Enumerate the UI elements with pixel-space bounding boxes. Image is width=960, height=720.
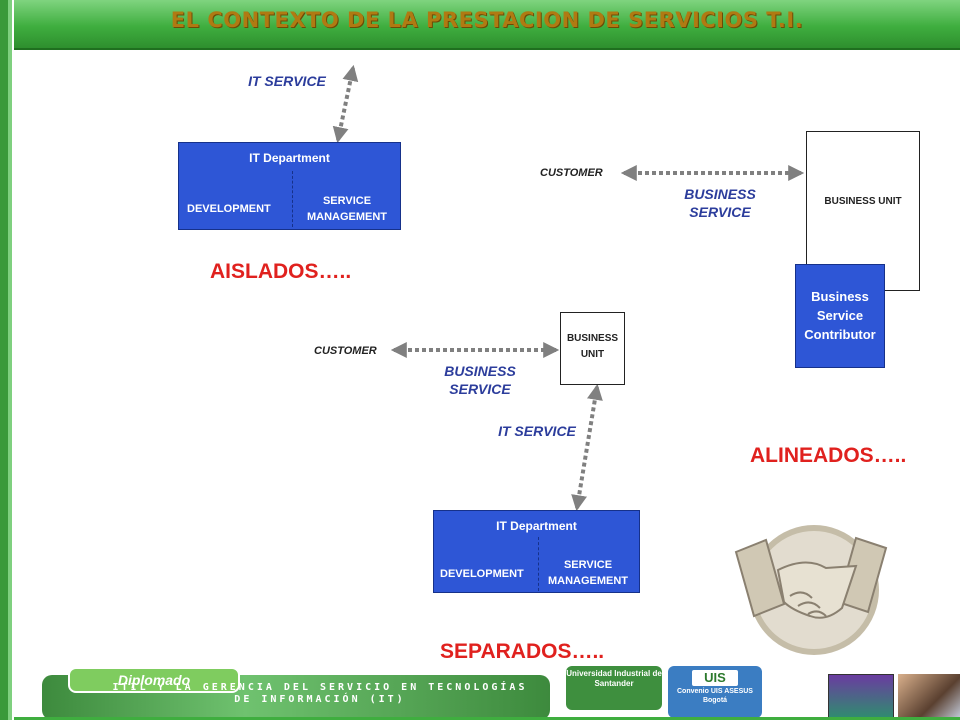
business-unit-label: BUSINESS UNIT [566,333,619,360]
left-border [0,0,8,720]
separated-it-service-arrow [571,383,603,512]
aligned-business-service-label: BUSINESS SERVICE [684,186,756,220]
development-label: DEVELOPMENT [440,568,524,580]
development-label: DEVELOPMENT [187,203,271,215]
separated-customer-label: CUSTOMER [314,345,377,357]
uis-mark: UIS [692,670,738,686]
book-thumbnail [828,674,894,720]
diplomado-tag: Diplomado [68,667,240,693]
separated-it-department-box: IT Department DEVELOPMENT SERVICE MANAGE… [433,510,640,593]
convenio-text: Convenio UIS ASESUS Bogotá [677,688,753,704]
left-border-highlight [8,0,12,720]
box-divider [292,171,293,227]
slide-title: EL CONTEXTO DE LA PRESTACION DE SERVICIO… [170,8,804,32]
business-service-contributor-label: Business Service Contributor [804,289,876,342]
isolated-it-service-arrow [332,64,359,144]
business-service-contributor-box: Business Service Contributor [795,264,885,368]
handshake-icon [734,525,888,655]
uis-logo: Universidad Industrial de Santander [566,666,662,710]
separated-business-unit-box: BUSINESS UNIT [560,312,625,385]
photo-thumbnail [898,674,960,720]
separated-caption: SEPARADOS….. [440,640,605,663]
box-divider [538,537,539,591]
isolated-it-department-box: IT Department DEVELOPMENT SERVICE MANAGE… [178,142,401,230]
convenio-logo: UIS Convenio UIS ASESUS Bogotá [668,666,762,718]
separated-it-service-label: IT SERVICE [498,423,576,439]
business-unit-label: BUSINESS UNIT [824,196,902,207]
bottom-line [14,717,960,720]
service-management-label: SERVICE MANAGEMENT [547,559,629,587]
it-department-title: IT Department [249,151,330,165]
footer-banner-text: ITIL Y LA GERENCIA DEL SERVICIO EN TECNO… [112,682,528,705]
service-management-label: SERVICE MANAGEMENT [306,195,388,223]
it-department-title: IT Department [496,519,577,533]
isolated-it-service-label: IT SERVICE [248,73,326,89]
title-bar [14,0,960,50]
separated-business-service-label: BUSINESS SERVICE [444,363,516,397]
aligned-caption: ALINEADOS….. [750,444,907,467]
isolated-caption: AISLADOS….. [210,260,352,283]
aligned-customer-label: CUSTOMER [540,167,603,179]
